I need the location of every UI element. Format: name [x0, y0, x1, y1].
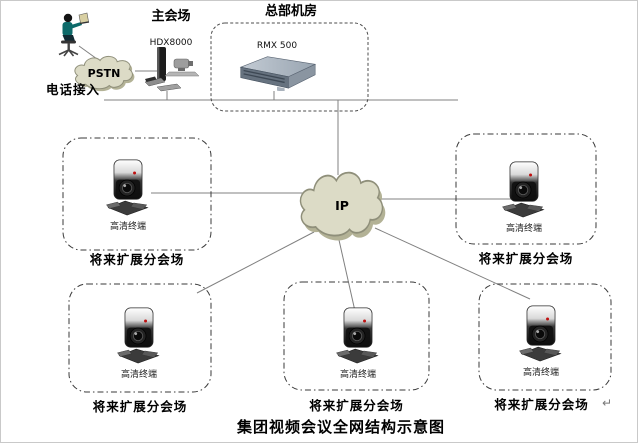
hq-room-box: [210, 22, 369, 112]
hd-video-terminal-icon: [519, 305, 562, 362]
line-ip-to-bottommiddle: [338, 239, 358, 321]
terminal-label: 高清终端: [522, 368, 559, 378]
pstn-cloud: PSTN: [71, 53, 137, 93]
video-codec-with-camera-icon: [144, 47, 200, 92]
site-caption: 将来扩展分会场: [478, 251, 574, 266]
hq-room-label: 总部机房: [264, 4, 317, 19]
main-venue-label: 主会场: [151, 9, 191, 24]
hd-video-terminal-icon: [106, 159, 149, 216]
return-mark-icon: ↵: [602, 396, 613, 410]
site-caption: 将来扩展分会场: [494, 397, 589, 412]
line-ip-to-bottomleft: [196, 231, 315, 294]
site-box-middle-left: [62, 137, 212, 251]
site-box-bottom-middle: [283, 281, 430, 391]
hd-video-terminal-icon: [117, 307, 160, 364]
terminal-label: 高清终端: [120, 370, 157, 380]
ip-label: IP: [335, 197, 349, 213]
site-box-bottom-left: [68, 283, 212, 393]
site-bottom-right: 高清终端: [496, 305, 586, 378]
ip-cloud: IP: [295, 166, 389, 244]
terminal-label: 高清终端: [109, 222, 146, 232]
person-at-laptop-icon: [58, 12, 90, 57]
pstn-label: PSTN: [87, 66, 121, 80]
terminal-label: 高清终端: [505, 224, 542, 234]
diagram-title: 集团视频会议全网结构示意图: [236, 418, 445, 436]
hd-video-terminal-icon: [336, 307, 379, 364]
site-middle-right: 高清终端: [479, 161, 569, 234]
site-caption: 将来扩展分会场: [92, 399, 188, 414]
main-venue-model-label: HDX8000: [149, 38, 193, 48]
rack-server-icon: [239, 56, 317, 91]
site-bottom-left: 高清终端: [94, 307, 184, 380]
site-box-bottom-right: [478, 283, 612, 391]
line-ip-to-bottomright: [374, 227, 531, 300]
phone-access-label: 电话接入: [45, 82, 100, 97]
hd-video-terminal-icon: [502, 161, 545, 218]
site-middle-left: 高清终端: [83, 159, 173, 232]
site-caption: 将来扩展分会场: [89, 252, 185, 267]
terminal-label: 高清终端: [339, 370, 376, 380]
site-box-middle-right: [455, 133, 597, 245]
site-bottom-middle: 高清终端: [313, 307, 403, 380]
rmx-model-label: RMX 500: [256, 41, 298, 51]
site-caption: 将来扩展分会场: [309, 398, 404, 413]
